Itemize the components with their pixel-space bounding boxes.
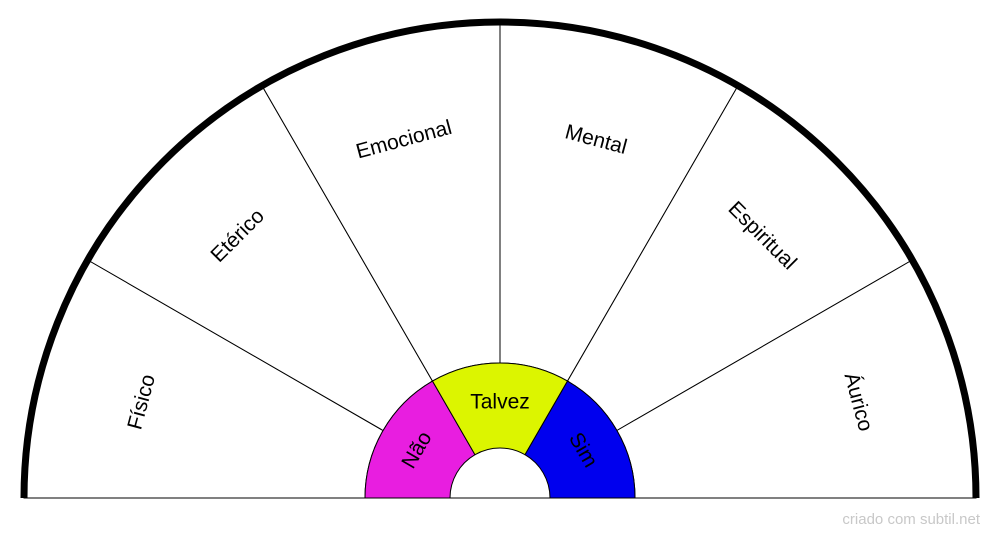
inner-segment bbox=[524, 380, 636, 499]
credit-text: criado com subtil.net bbox=[842, 511, 980, 528]
inner-segment bbox=[364, 380, 476, 499]
inner-segment-label: Talvez bbox=[470, 391, 530, 414]
inner-segment bbox=[431, 362, 569, 456]
outer-border-arc bbox=[20, 18, 980, 499]
